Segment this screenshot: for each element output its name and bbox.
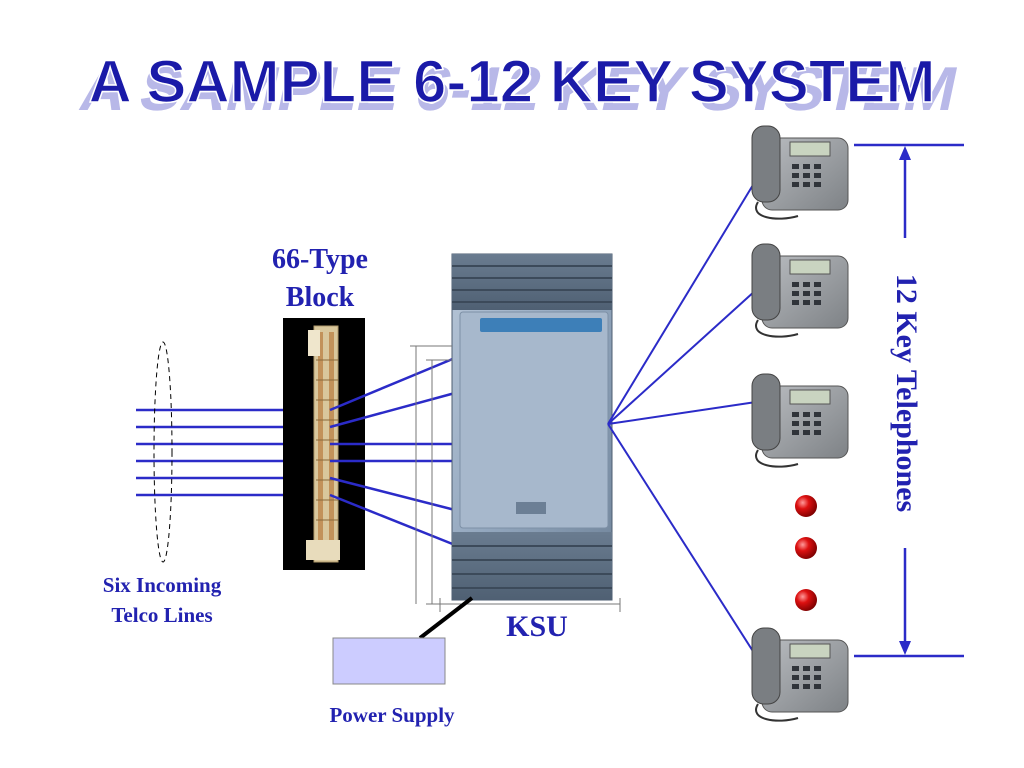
power-supply-label: Power Supply	[329, 703, 455, 727]
red-dot-icon-2	[795, 537, 817, 559]
ksu-dimension-lines	[410, 345, 621, 612]
line-bundle-ellipse	[153, 341, 173, 563]
block-to-ksu-wires	[329, 356, 456, 547]
page-title: A SAMPLE 6-12 KEY SYSTEM	[89, 48, 936, 115]
telephone-icon-2	[751, 243, 849, 338]
incoming-label-line-1: Six Incoming	[103, 573, 222, 597]
block-label-line-2: Block	[286, 282, 355, 313]
ksu-label: KSU	[506, 610, 568, 643]
red-dot-icon-1	[795, 495, 817, 517]
telephone-icon-4	[751, 627, 849, 722]
incoming-label-line-2: Telco Lines	[111, 603, 212, 627]
telephone-icon-3	[751, 373, 849, 468]
punch-block-icon	[283, 318, 365, 570]
telephone-icon-1	[751, 125, 849, 220]
ksu-cabinet-icon	[451, 253, 613, 601]
telephones-label: 12 Key Telephones	[890, 274, 923, 512]
ksu-to-phone-wires	[607, 179, 757, 657]
red-dot-icon-3	[795, 589, 817, 611]
power-cable	[418, 596, 474, 640]
page-title-shadow: A SAMPLE 6-12 KEY SYSTEM	[74, 55, 964, 124]
block-label-line-1: 66-Type	[272, 244, 368, 275]
power-supply-box	[332, 637, 446, 685]
telephones-bracket	[854, 143, 964, 658]
